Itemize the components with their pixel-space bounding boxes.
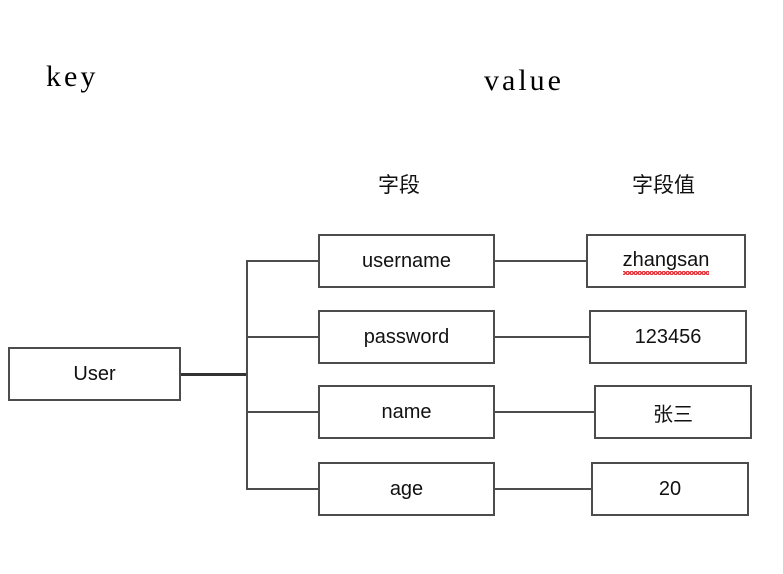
connector-branch-username [246,260,319,262]
connector-branch-name [246,411,319,413]
connector-username-to-value [494,260,587,262]
value-column-heading: value [484,64,564,97]
key-column-heading: key [46,60,99,93]
node-root-user: User [8,347,181,401]
node-field-password: password [318,310,495,364]
node-value-password: 123456 [589,310,747,364]
connector-name-to-value [494,411,595,413]
field-column-caption: 字段 [378,173,420,197]
node-field-username: username [318,234,495,288]
connector-branch-password [246,336,319,338]
connector-branch-age [246,488,319,490]
field-value-column-caption: 字段值 [632,173,695,197]
node-value-name: 张三 [594,385,752,439]
node-field-name: name [318,385,495,439]
connector-age-to-value [494,488,592,490]
connector-vertical-spine [246,261,248,490]
connector-password-to-value [494,336,590,338]
node-field-age: age [318,462,495,516]
node-value-username: zhangsan [586,234,746,288]
value-username-text: zhangsan [622,249,709,275]
node-value-age: 20 [591,462,749,516]
connector-root-to-spine [181,373,248,376]
